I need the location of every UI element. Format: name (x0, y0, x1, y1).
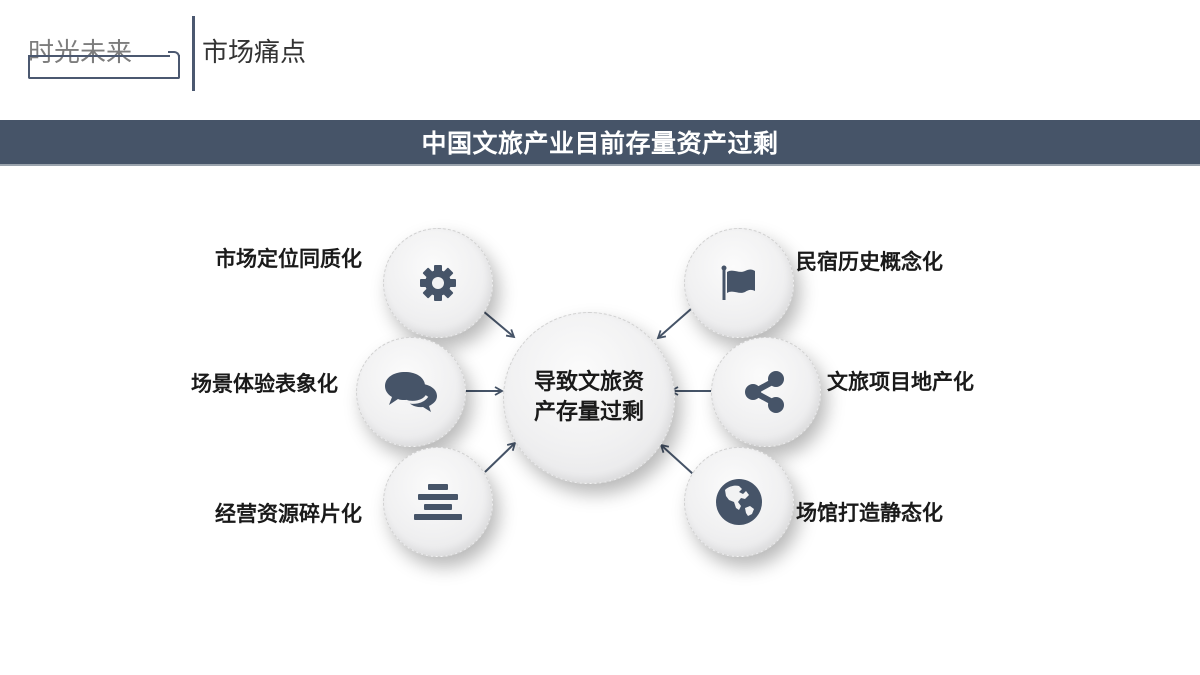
chat-bubbles-icon (385, 372, 437, 412)
node-market-positioning (383, 228, 493, 338)
node-label: 经营资源碎片化 (215, 502, 362, 526)
globe-icon (716, 479, 762, 525)
node-operation-resources (383, 447, 493, 557)
arrow-bottom-left (484, 441, 517, 473)
brand-outline (28, 51, 180, 79)
node-scene-experience (356, 337, 466, 447)
header-divider (192, 16, 195, 91)
arrow-top-left (482, 310, 516, 339)
node-label: 民宿历史概念化 (796, 250, 943, 274)
node-cultural-tourism-real-estate (711, 337, 821, 447)
center-text-line-2: 产存量过剩 (533, 400, 644, 425)
node-label: 场景体验表象化 (191, 372, 338, 396)
gear-icon (420, 265, 456, 301)
banner-title: 中国文旅产业目前存量资产过剩 (421, 129, 779, 158)
node-venue-static (684, 447, 794, 557)
center-node: 导致文旅资 产存量过剩 (503, 312, 675, 484)
brand-logo-text: 时光未来 (28, 38, 133, 68)
share-icon (745, 371, 784, 413)
arrow-bottom-right (659, 443, 694, 475)
flag-icon (721, 265, 755, 300)
title-banner: 中国文旅产业目前存量资产过剩 (0, 120, 1200, 166)
node-label: 场馆打造静态化 (796, 501, 943, 525)
brand-strike-line (28, 55, 170, 57)
center-text-line-1: 导致文旅资 (533, 370, 644, 395)
stacked-bars-icon (414, 484, 462, 520)
node-label: 市场定位同质化 (215, 247, 362, 271)
arrow-top-right (656, 308, 692, 340)
node-label: 文旅项目地产化 (827, 370, 974, 394)
section-title: 市场痛点 (202, 38, 307, 68)
node-homestay-history (684, 228, 794, 338)
